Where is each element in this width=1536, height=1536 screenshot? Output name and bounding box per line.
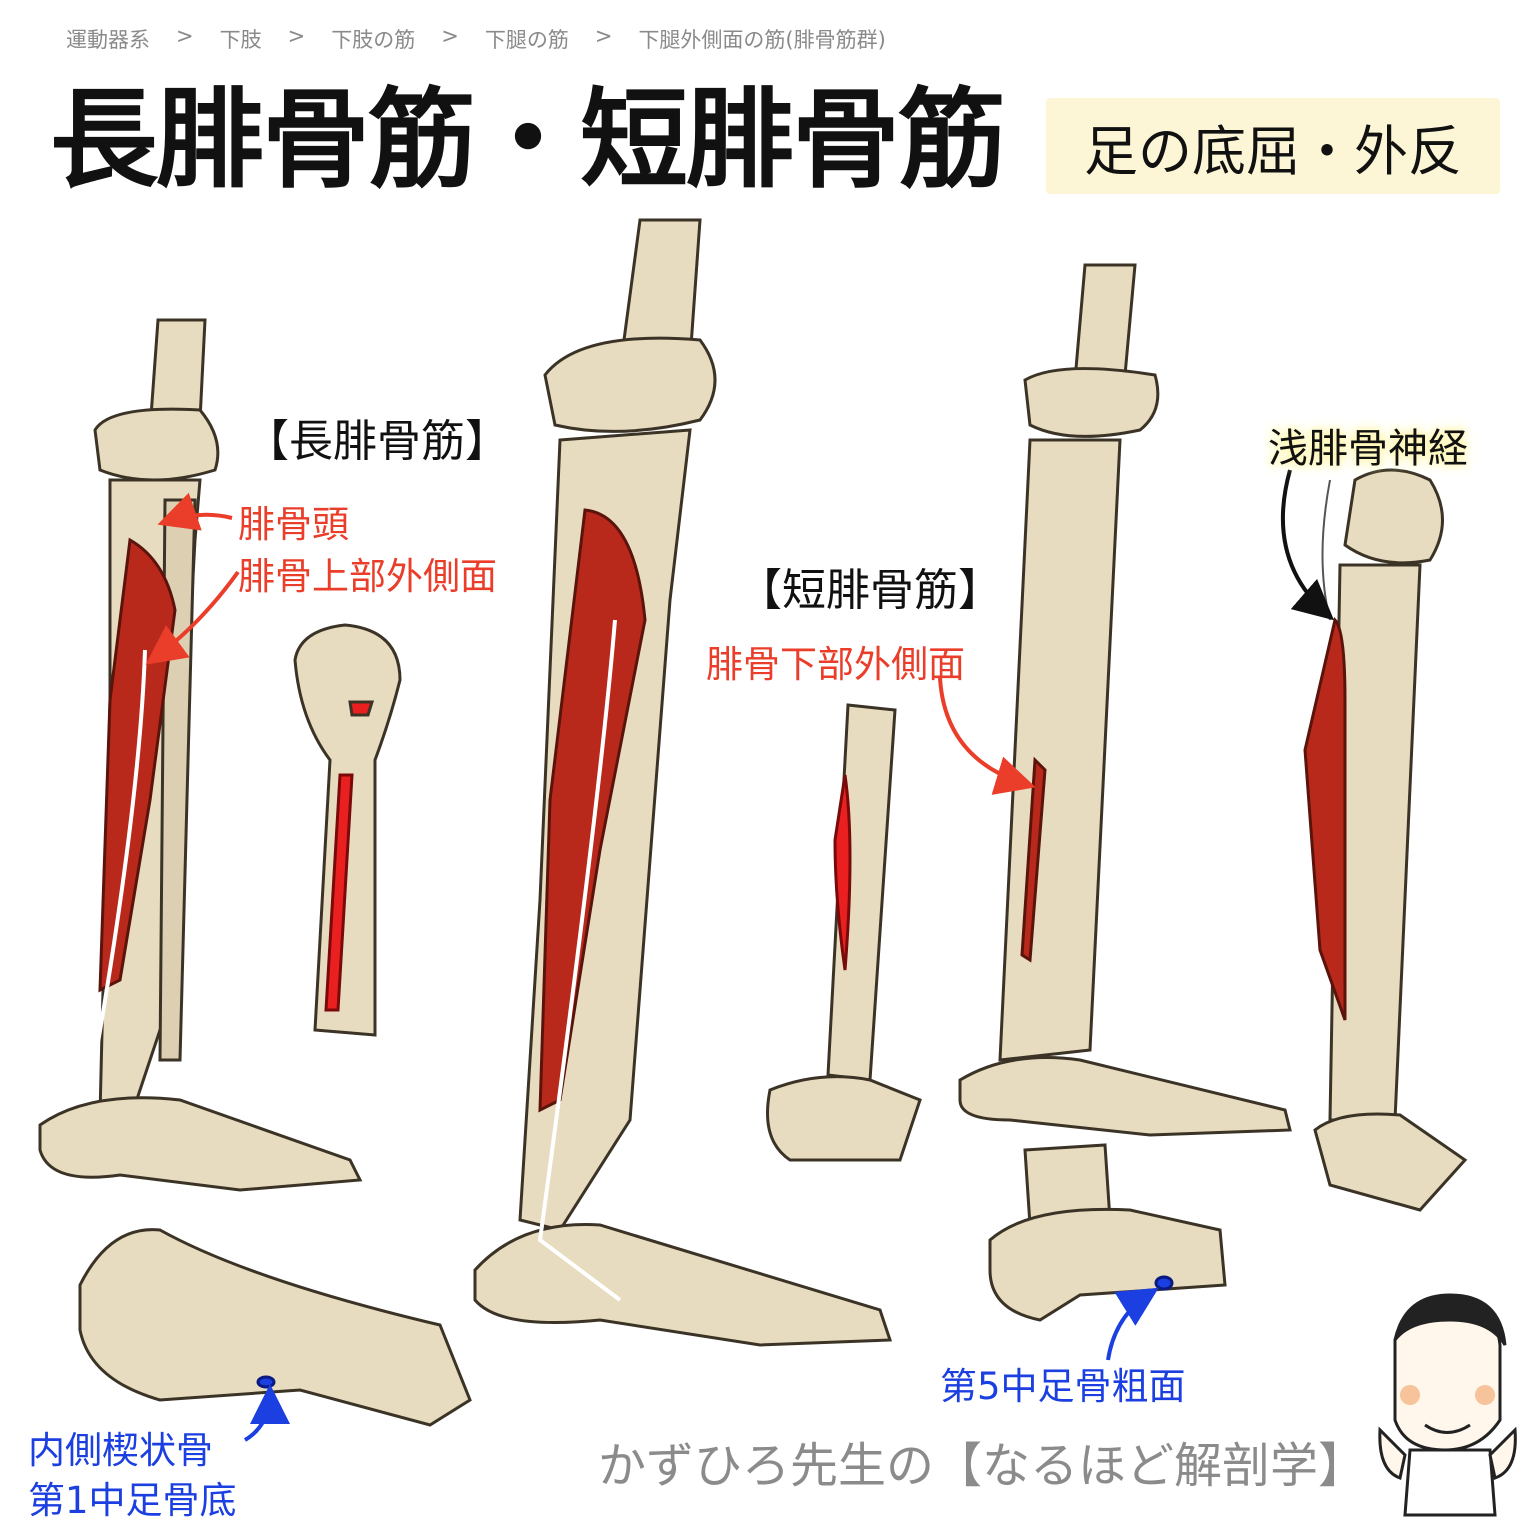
foot-lateral-detail	[988, 1143, 1227, 1322]
section-label-long: 【長腓骨筋】	[245, 416, 509, 467]
arrow-metatarsal5	[1106, 1287, 1159, 1361]
mascot-character	[1378, 1293, 1517, 1517]
origin-label-fibular-head: 腓骨頭	[238, 503, 349, 546]
nerve-label: 浅腓骨神経	[1268, 426, 1468, 472]
leg-lateral-view	[473, 218, 893, 1347]
insertion-label-metatarsal1: 第1中足骨底	[28, 1479, 237, 1522]
fibula-detail-long	[293, 623, 402, 1037]
breadcrumb-item[interactable]: 下腿の筋	[484, 28, 569, 52]
action-text: 足の底屈・外反	[1084, 119, 1462, 183]
leg-nerve-view	[1303, 468, 1468, 1212]
insertion-label-metatarsal5: 第5中足骨粗面	[940, 1365, 1186, 1408]
breadcrumb-item[interactable]: 下肢の筋	[331, 28, 416, 52]
breadcrumb-item[interactable]: 下腿外側面の筋(腓骨筋群)	[638, 28, 886, 52]
breadcrumb-item[interactable]: 下肢	[219, 28, 262, 52]
arrow-upper-lateral	[145, 570, 240, 665]
breadcrumb: 運動器系 > 下肢 > 下肢の筋 > 下腿の筋 > 下腿外側面の筋(腓骨筋群)	[66, 24, 886, 54]
breadcrumb-separator: >	[287, 24, 306, 48]
arrow-lower-lateral	[938, 677, 1036, 795]
arrow-fibular-head	[157, 492, 233, 531]
arrow-nerve	[1280, 469, 1335, 621]
breadcrumb-separator: >	[441, 24, 459, 48]
section-label-short: 【短腓骨筋】	[738, 565, 1002, 616]
credit-text: かずひろ先生の【なるほど解剖学】	[598, 1438, 1367, 1494]
origin-label-upper-lateral: 腓骨上部外側面	[238, 555, 497, 598]
action-badge: 足の底屈・外反	[1046, 98, 1500, 194]
arrow-cuneiform	[243, 1384, 290, 1442]
origin-label-lower-lateral: 腓骨下部外側面	[706, 643, 965, 686]
fibula-detail-short	[766, 703, 922, 1162]
leg-short-peroneus	[958, 263, 1292, 1137]
insertion-label-cuneiform: 内側楔状骨	[28, 1429, 213, 1472]
breadcrumb-item[interactable]: 運動器系	[66, 28, 150, 52]
breadcrumb-separator: >	[594, 24, 613, 48]
page-title: 長腓骨筋・短腓骨筋	[50, 78, 1006, 203]
breadcrumb-separator: >	[176, 24, 194, 48]
foot-plantar-view	[78, 1228, 472, 1427]
